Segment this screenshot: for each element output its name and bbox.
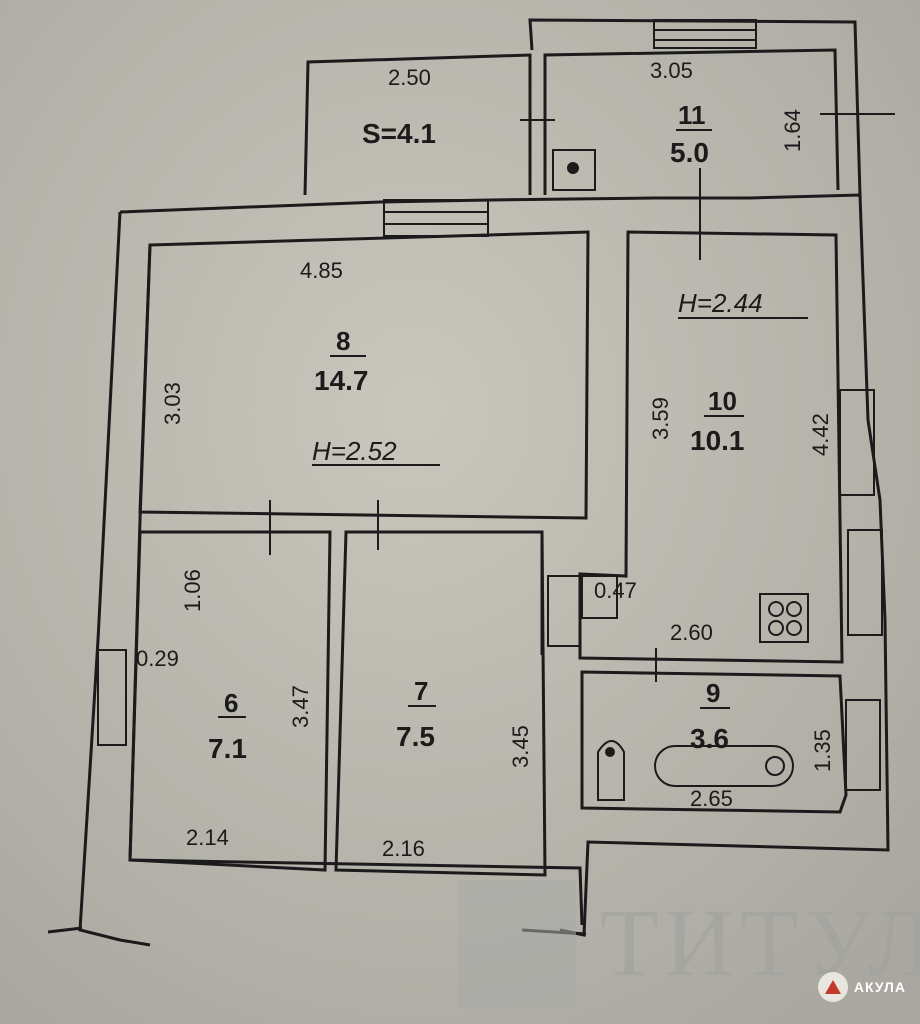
dim-room-11-width: 3.05 — [650, 58, 693, 83]
dim-room-6-width: 2.14 — [186, 825, 229, 850]
dim-room-8-width: 4.85 — [300, 258, 343, 283]
watermark-logo-icon — [458, 880, 576, 1008]
stove-icon — [759, 593, 809, 643]
watermark-text: ТИТУЛ — [600, 889, 920, 996]
room-8-area: 14.7 — [314, 365, 369, 396]
room-11-area: 5.0 — [670, 137, 709, 168]
kitchen-niche — [581, 575, 618, 619]
dim-room-7-height: 3.45 — [508, 725, 533, 768]
room-7-number: 7 — [414, 676, 428, 706]
shark-logo-icon — [817, 972, 848, 1002]
room-7-area: 7.5 — [396, 721, 435, 752]
dim-room-6-niche-width: 0.29 — [136, 646, 179, 671]
room-11-number: 11 — [678, 100, 706, 130]
dim-room-10-bottom: 2.60 — [670, 620, 713, 645]
brand-label: АКУЛА — [853, 979, 906, 995]
toilet-icon — [597, 740, 625, 801]
dim-niche-width: 0.47 — [594, 578, 637, 603]
room-8-number: 8 — [336, 326, 350, 356]
dim-room-10-left: 3.59 — [648, 397, 673, 440]
room-10-height-label: H=2.44 — [678, 288, 763, 318]
dim-room-6-height: 3.47 — [288, 685, 313, 728]
dim-room-10-right: 4.42 — [808, 413, 833, 456]
dim-room-9-height: 1.35 — [810, 729, 835, 772]
dim-room-8-height: 3.03 — [160, 382, 185, 425]
dim-room-7-width: 2.16 — [382, 836, 425, 861]
room-9-number: 9 — [706, 678, 720, 708]
dim-top-annex-width: 2.50 — [388, 65, 431, 90]
labels: 2.50 S=4.1 3.05 11 5.0 1.64 4.85 3.03 8 … — [136, 58, 835, 861]
area-top-annex: S=4.1 — [362, 118, 436, 149]
room-9-area: 3.6 — [690, 723, 729, 754]
room-10-area: 10.1 — [690, 425, 745, 456]
watermark: ТИТУЛ — [458, 880, 920, 1008]
dim-room-9-width: 2.65 — [690, 786, 733, 811]
room-10-number: 10 — [708, 386, 737, 416]
room-6-area: 7.1 — [208, 733, 247, 764]
bathtub-icon — [654, 745, 794, 787]
doors — [269, 113, 895, 682]
dim-room-11-height: 1.64 — [780, 109, 805, 152]
windows — [97, 19, 883, 791]
brand-badge: АКУЛА — [817, 972, 906, 1002]
room-6-number: 6 — [224, 688, 238, 718]
dim-room-6-niche-height: 1.06 — [180, 569, 205, 612]
fixtures — [552, 149, 809, 801]
boiler-icon — [552, 149, 596, 191]
room-8-height-label: H=2.52 — [312, 436, 397, 466]
